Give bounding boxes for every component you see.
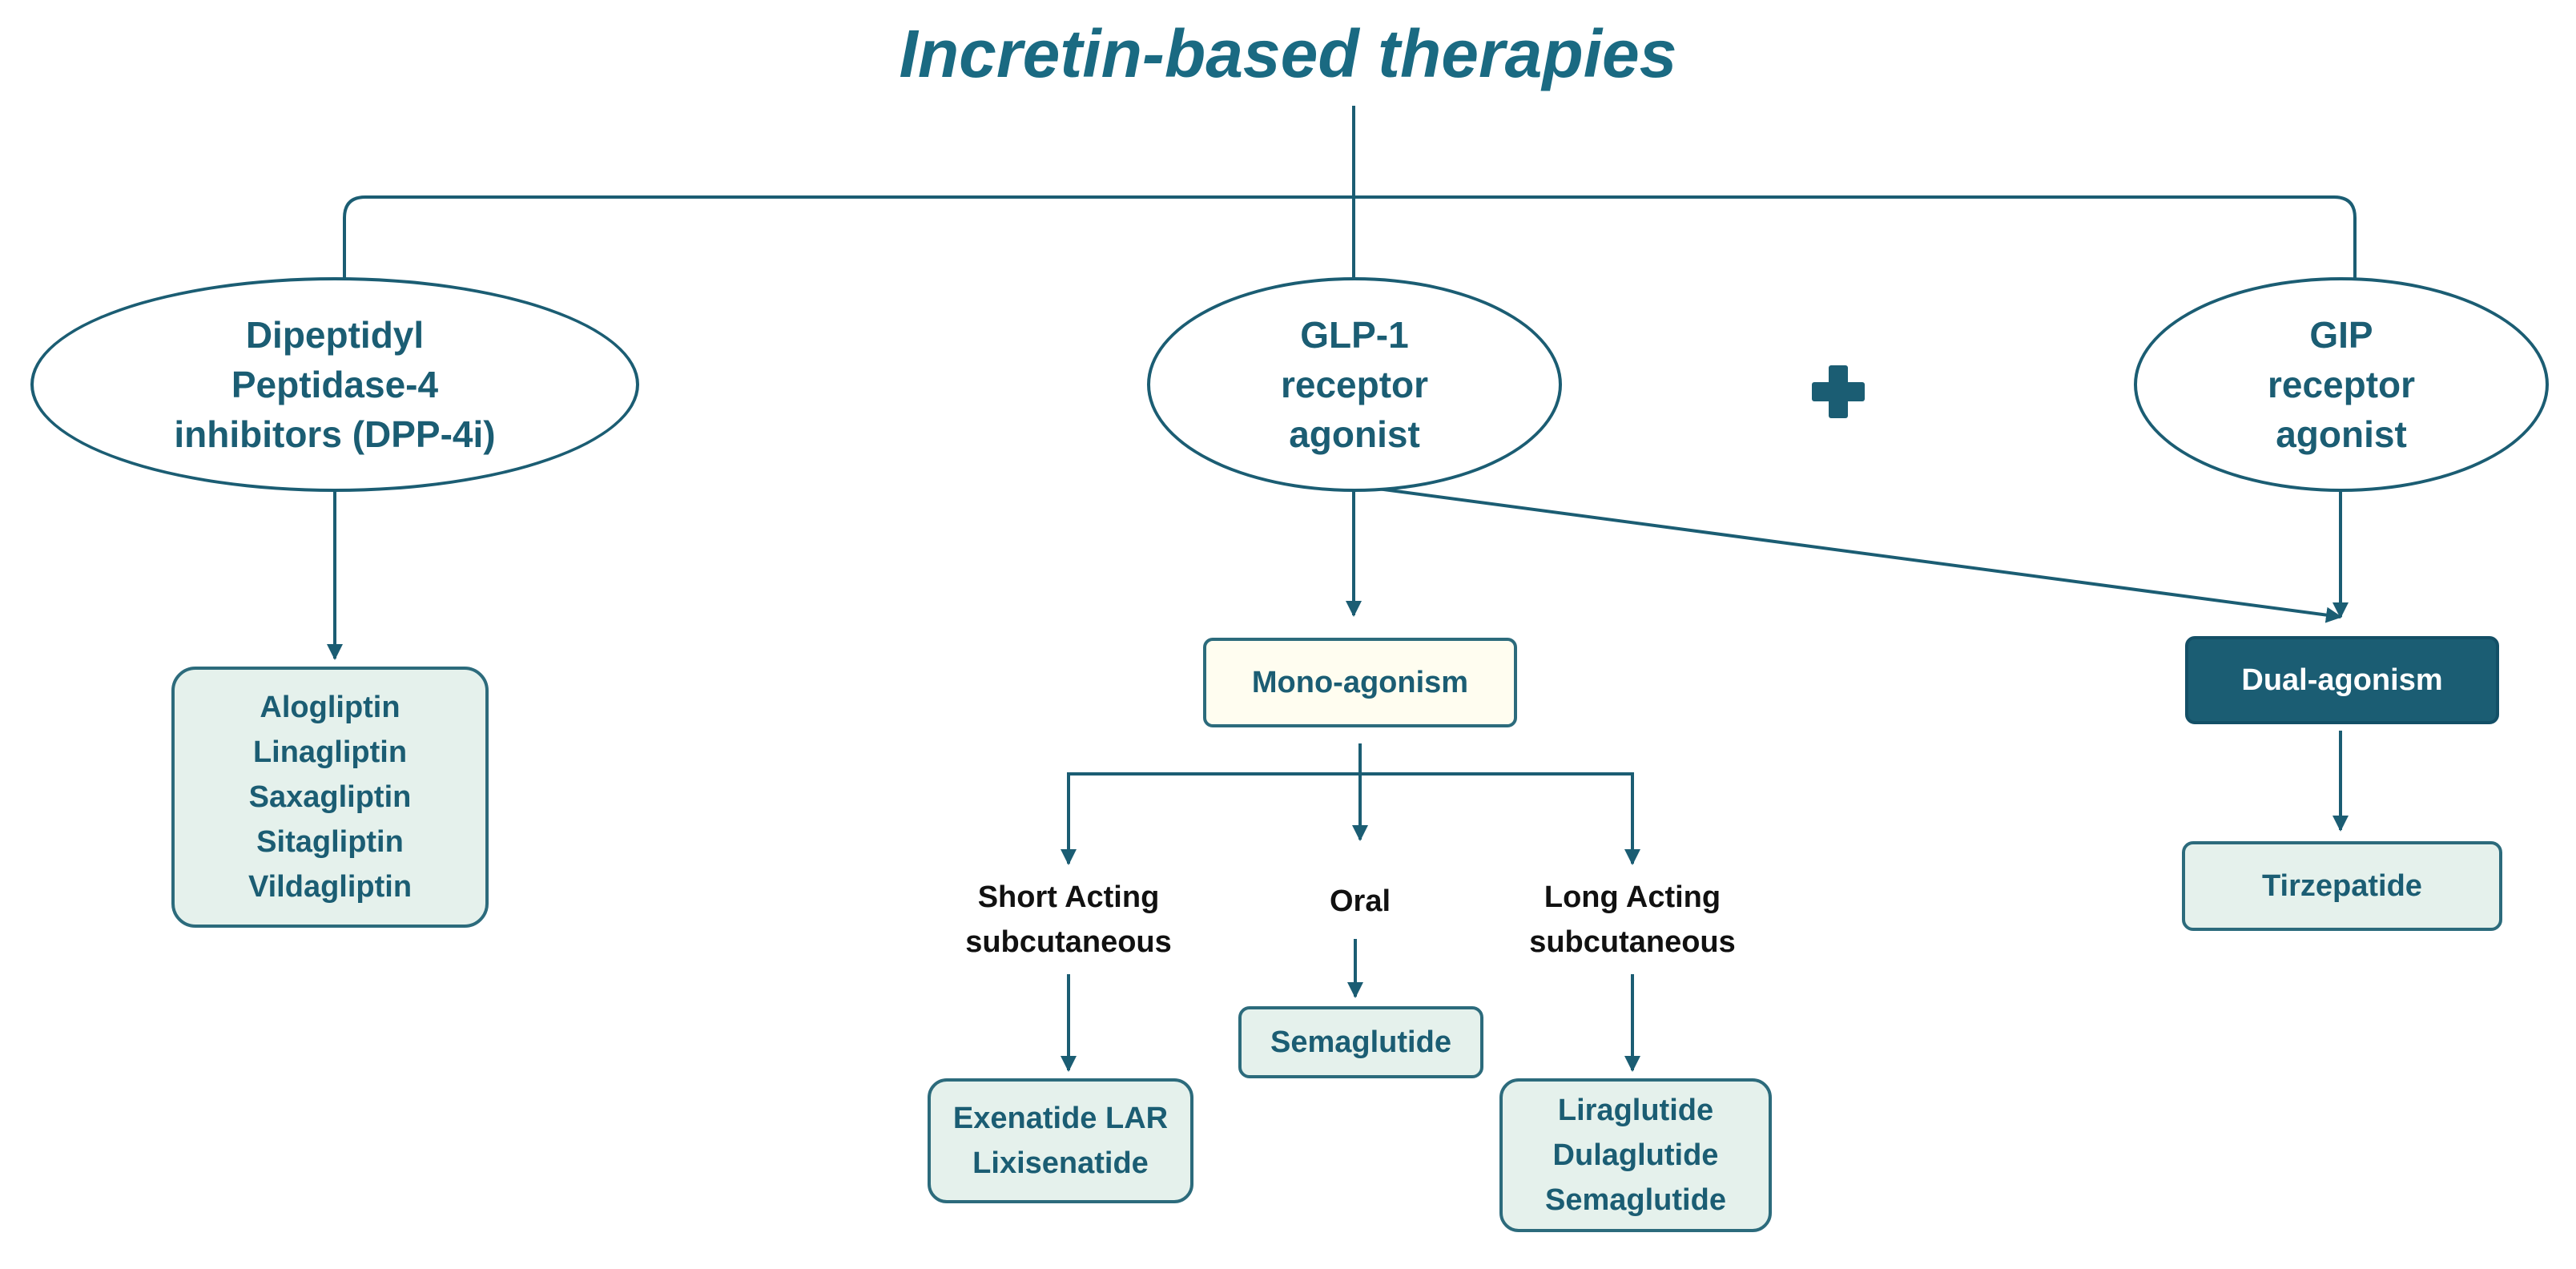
arrow-glp1-dual bbox=[1353, 484, 2342, 623]
plus-icon bbox=[1812, 365, 1865, 418]
short-acting-label: Short Acting subcutaneous bbox=[916, 872, 1221, 968]
dpp4-inhibitors-node: Dipeptidyl Peptidase-4 inhibitors (DPP-4… bbox=[30, 277, 639, 492]
oral-label: Oral bbox=[1272, 873, 1448, 929]
long-acting-text: Long Acting subcutaneous bbox=[1529, 880, 1736, 959]
short-acting-drugs-box: Exenatide LAR Lixisenatide bbox=[928, 1078, 1193, 1203]
dual-agonism-box: Dual-agonism bbox=[2185, 636, 2499, 724]
gip-agonist-label: GIP receptor agonist bbox=[2267, 314, 2416, 455]
long-acting-drugs-box: Liraglutide Dulaglutide Semaglutide bbox=[1499, 1078, 1772, 1232]
top-bracket bbox=[343, 195, 2357, 280]
dual-agonism-label: Dual-agonism bbox=[2241, 663, 2443, 697]
short-acting-drugs-list: Exenatide LAR Lixisenatide bbox=[952, 1102, 1169, 1180]
tirzepatide-label: Tirzepatide bbox=[2262, 869, 2422, 903]
oral-drug-label: Semaglutide bbox=[1270, 1025, 1451, 1059]
long-acting-label: Long Acting subcutaneous bbox=[1480, 872, 1785, 968]
oral-text: Oral bbox=[1329, 884, 1391, 918]
diagram-title: Incretin-based therapies bbox=[899, 16, 1677, 91]
dpp4-drugs-box: Alogliptin Linagliptin Saxagliptin Sitag… bbox=[171, 667, 489, 928]
gip-agonist-node: GIP receptor agonist bbox=[2134, 277, 2549, 492]
dpp4-inhibitors-label: Dipeptidyl Peptidase-4 inhibitors (DPP-4… bbox=[174, 314, 496, 455]
glp1-agonist-label: GLP-1 receptor agonist bbox=[1280, 314, 1429, 455]
tirzepatide-box: Tirzepatide bbox=[2182, 841, 2502, 931]
long-acting-drugs-list: Liraglutide Dulaglutide Semaglutide bbox=[1545, 1094, 1726, 1217]
mono-agonism-box: Mono-agonism bbox=[1203, 638, 1517, 727]
dpp4-drugs-list: Alogliptin Linagliptin Saxagliptin Sitag… bbox=[248, 691, 413, 904]
mono-split bbox=[1067, 772, 1634, 862]
oral-drug-box: Semaglutide bbox=[1238, 1006, 1483, 1078]
mono-agonism-label: Mono-agonism bbox=[1251, 665, 1469, 699]
glp1-agonist-node: GLP-1 receptor agonist bbox=[1147, 277, 1562, 492]
short-acting-text: Short Acting subcutaneous bbox=[965, 880, 1172, 959]
